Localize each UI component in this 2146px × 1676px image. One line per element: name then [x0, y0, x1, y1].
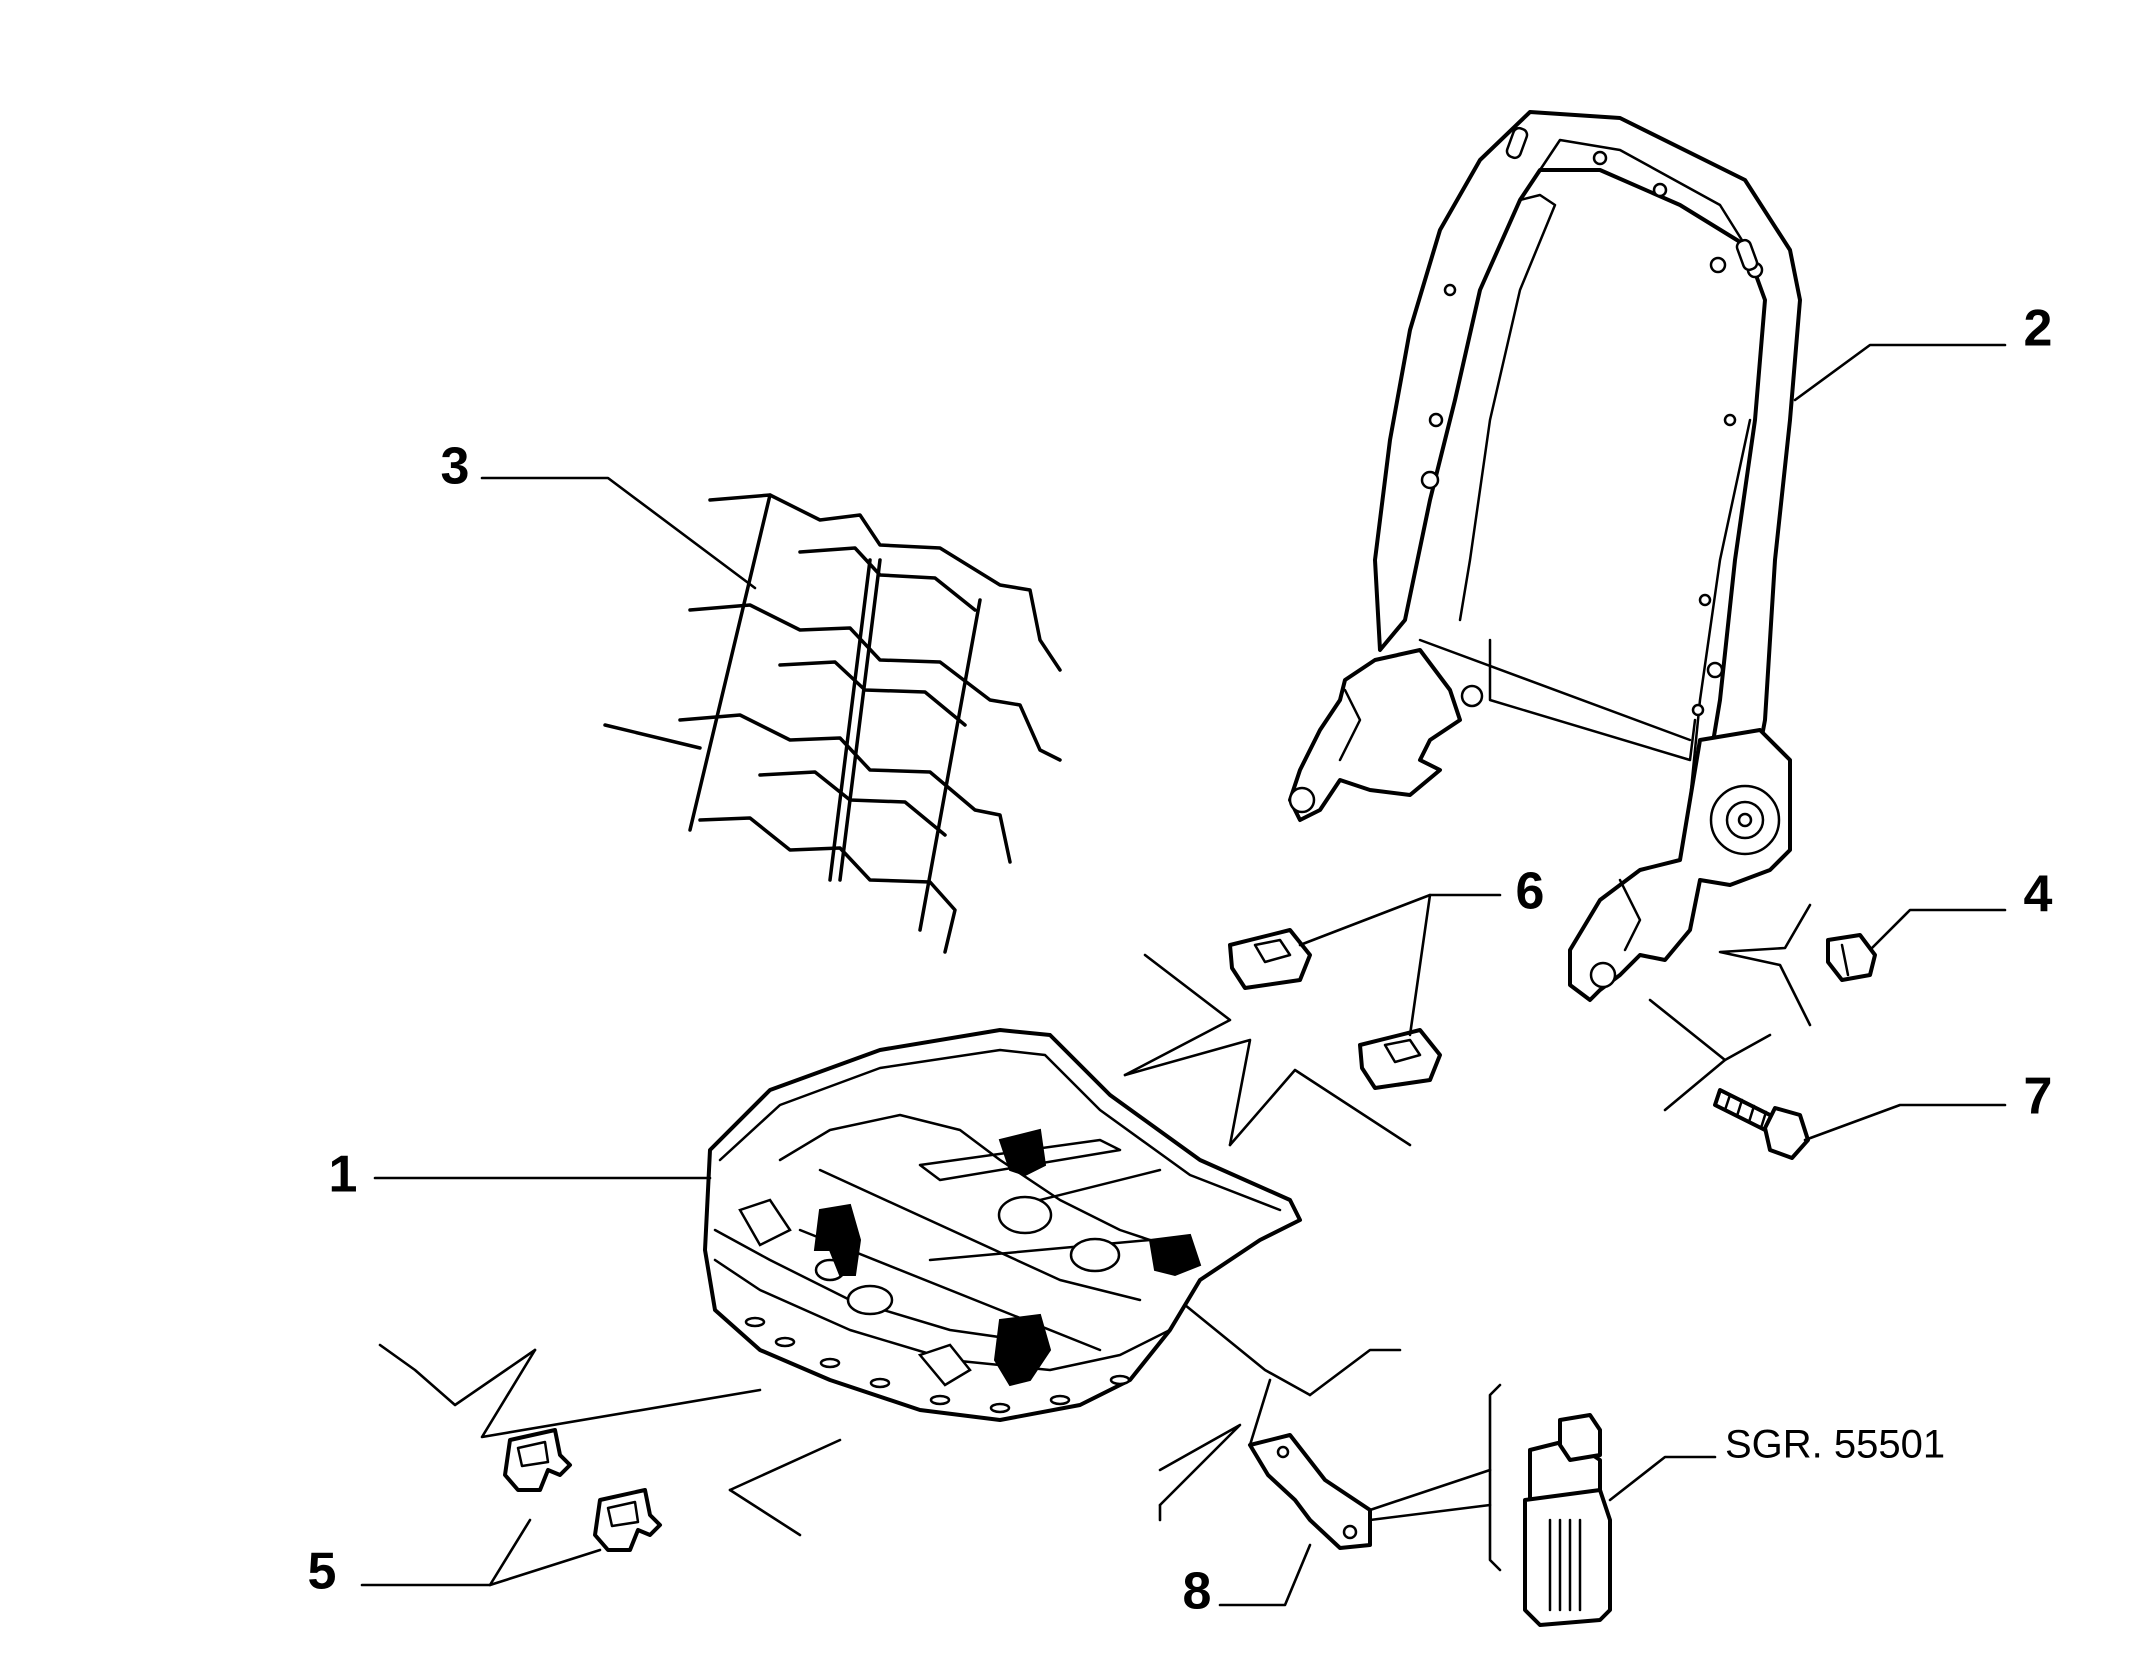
bracket-8: [1248, 1433, 1372, 1550]
seat-spring-mat: [603, 493, 1062, 954]
backrest-frame: [1288, 110, 1802, 1002]
bolt-7: [1713, 1088, 1810, 1160]
callout-6: 6: [1516, 863, 1545, 921]
callout-1: 1: [329, 1146, 358, 1204]
clip-pair-5: [503, 1428, 662, 1552]
bushing-4: [1826, 933, 1877, 982]
sensor-module: [1523, 1413, 1612, 1627]
callout-labels: 1 2 3 4 5 6 7 8 SGR. 55501: [308, 300, 2053, 1621]
callout-7: 7: [2024, 1068, 2053, 1126]
leader-lines: [360, 343, 2007, 1607]
callout-sgr-ref: SGR. 55501: [1725, 1423, 1945, 1467]
callout-2: 2: [2024, 300, 2053, 358]
callout-4: 4: [2024, 866, 2053, 924]
callout-3: 3: [441, 438, 470, 496]
clip-pair-6: [1228, 928, 1442, 1090]
callout-8: 8: [1183, 1563, 1212, 1621]
seat-cushion-pan: [703, 1028, 1302, 1422]
callout-5: 5: [308, 1543, 337, 1601]
